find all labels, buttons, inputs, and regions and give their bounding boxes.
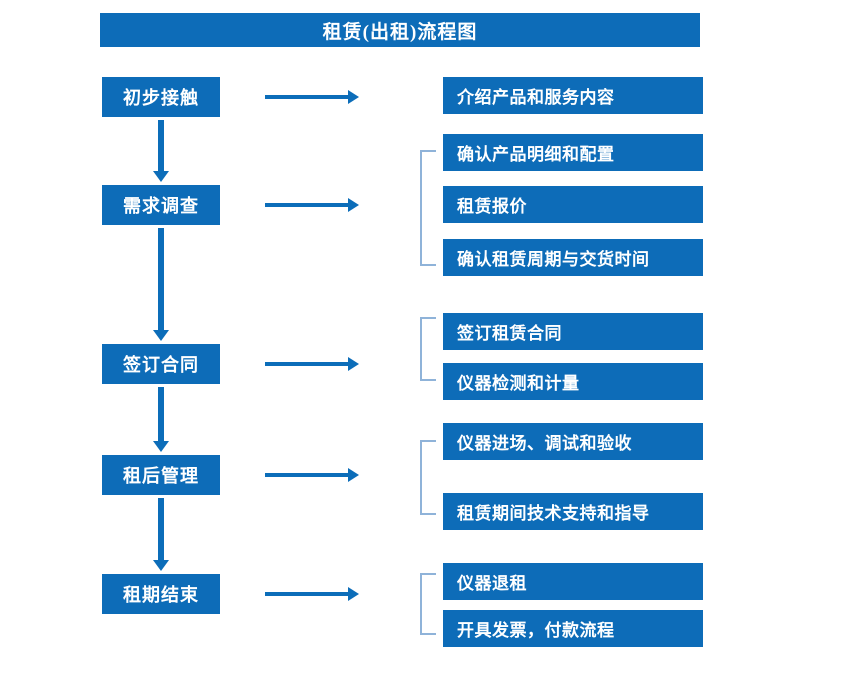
- flow-arrow-down-1: [153, 120, 169, 182]
- stage-node-5-label: 租期结束: [123, 585, 199, 605]
- detail-node-4[interactable]: 确认租赁周期与交货时间: [443, 239, 703, 276]
- flow-arrow-down-2: [153, 228, 169, 341]
- stage-node-1-label: 初步接触: [123, 88, 199, 108]
- detail-node-5-label: 签订租赁合同: [457, 324, 562, 343]
- detail-node-7-label: 仪器进场、调试和验收: [457, 434, 632, 453]
- group-bracket-2: [420, 150, 436, 266]
- detail-node-3-label: 租赁报价: [457, 197, 527, 216]
- stage-node-5[interactable]: 租期结束: [102, 574, 220, 614]
- flow-arrow-down-4: [153, 498, 169, 571]
- group-bracket-3: [420, 317, 436, 381]
- detail-arrow-4: [265, 468, 359, 482]
- stage-node-2-label: 需求调查: [123, 196, 199, 216]
- stage-node-4-label: 租后管理: [123, 466, 199, 486]
- detail-arrow-5: [265, 587, 359, 601]
- group-bracket-4: [420, 440, 436, 515]
- detail-node-6[interactable]: 仪器检测和计量: [443, 363, 703, 400]
- stage-node-2[interactable]: 需求调查: [102, 185, 220, 225]
- detail-node-9-label: 仪器退租: [457, 574, 527, 593]
- detail-arrow-1: [265, 90, 359, 104]
- detail-node-3[interactable]: 租赁报价: [443, 186, 703, 223]
- detail-arrow-3: [265, 357, 359, 371]
- stage-node-4[interactable]: 租后管理: [102, 455, 220, 495]
- detail-node-2[interactable]: 确认产品明细和配置: [443, 134, 703, 171]
- detail-node-2-label: 确认产品明细和配置: [457, 145, 615, 164]
- stage-node-3-label: 签订合同: [123, 355, 199, 375]
- stage-node-3[interactable]: 签订合同: [102, 344, 220, 384]
- detail-node-7[interactable]: 仪器进场、调试和验收: [443, 423, 703, 460]
- stage-node-1[interactable]: 初步接触: [102, 77, 220, 117]
- detail-arrow-2: [265, 198, 359, 212]
- detail-node-8-label: 租赁期间技术支持和指导: [457, 504, 650, 523]
- detail-node-10[interactable]: 开具发票，付款流程: [443, 610, 703, 647]
- detail-node-8[interactable]: 租赁期间技术支持和指导: [443, 493, 703, 530]
- detail-node-9[interactable]: 仪器退租: [443, 563, 703, 600]
- detail-node-10-label: 开具发票，付款流程: [457, 621, 615, 640]
- group-bracket-5: [420, 573, 436, 635]
- detail-node-6-label: 仪器检测和计量: [457, 374, 580, 393]
- diagram-title: 租赁(出租)流程图: [100, 13, 700, 47]
- detail-node-1-label: 介绍产品和服务内容: [457, 88, 615, 107]
- detail-node-4-label: 确认租赁周期与交货时间: [457, 250, 650, 269]
- detail-node-5[interactable]: 签订租赁合同: [443, 313, 703, 350]
- flow-arrow-down-3: [153, 387, 169, 452]
- detail-node-1[interactable]: 介绍产品和服务内容: [443, 77, 703, 114]
